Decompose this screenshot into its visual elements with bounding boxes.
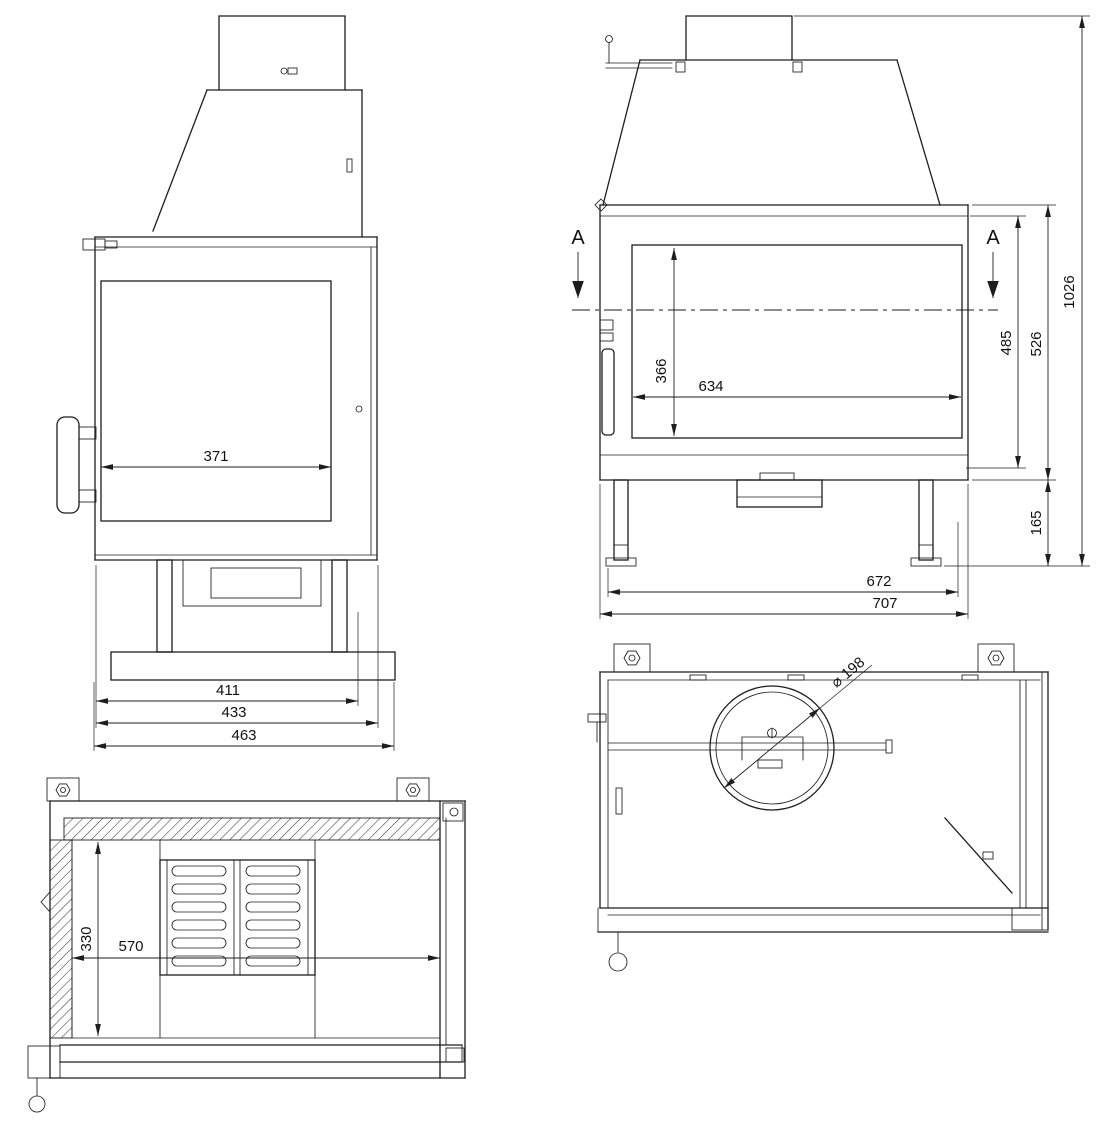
front-view: A A 366 634 485 526 1026 165 bbox=[571, 15, 1090, 619]
base-plate bbox=[110, 651, 396, 681]
dim-label-707: 707 bbox=[872, 595, 897, 612]
section-label-a-right: A bbox=[986, 227, 1000, 249]
rear-bottom-rail bbox=[597, 907, 1049, 972]
handle-ball bbox=[28, 1095, 46, 1113]
mounting-bracket-right bbox=[396, 777, 430, 802]
pedestal bbox=[156, 559, 348, 653]
body-front bbox=[572, 198, 998, 481]
dim-label-526: 526 bbox=[1028, 331, 1045, 356]
stove-body bbox=[82, 236, 378, 561]
left-wall-section bbox=[49, 839, 73, 1039]
rear-top-view: ⌀ 198 bbox=[587, 643, 1049, 972]
dim-label-330: 330 bbox=[78, 926, 95, 951]
air-control-rod bbox=[605, 35, 673, 69]
dim-label-411: 411 bbox=[216, 682, 240, 699]
top-view-body bbox=[40, 800, 466, 1079]
flue-duct-front bbox=[685, 15, 793, 61]
door-glass bbox=[100, 280, 332, 522]
top-view: 330 570 bbox=[27, 777, 466, 1113]
dim-label-463: 463 bbox=[231, 727, 256, 744]
hood-front bbox=[602, 59, 941, 206]
dim-label-371: 371 bbox=[203, 448, 228, 465]
convection-grille bbox=[159, 839, 316, 1039]
dim-label-433: 433 bbox=[221, 704, 246, 721]
section-label-a-left: A bbox=[571, 227, 585, 249]
rear-top-dimensions: ⌀ 198 bbox=[723, 654, 873, 789]
front-wall-section bbox=[63, 817, 441, 841]
hinge-pin bbox=[355, 405, 363, 413]
flue-duct bbox=[218, 15, 346, 91]
legs bbox=[605, 479, 942, 567]
side-view-dimensions: 371 411 433 463 bbox=[93, 448, 395, 751]
door-handle-front bbox=[601, 348, 615, 436]
door-handle bbox=[56, 416, 97, 514]
latch-detail bbox=[82, 238, 106, 251]
glass-front bbox=[631, 244, 963, 439]
rear-top-body bbox=[587, 671, 1049, 931]
mounting-bracket-rear-left bbox=[613, 643, 651, 673]
hood bbox=[152, 89, 363, 238]
dim-label-485: 485 bbox=[998, 330, 1015, 355]
handle-ball-rear bbox=[608, 952, 628, 972]
side-view: 371 411 433 463 bbox=[56, 15, 396, 751]
dim-label-672: 672 bbox=[866, 573, 891, 590]
dim-label-366: 366 bbox=[653, 358, 670, 383]
front-view-dimensions: 366 634 485 526 1026 165 672 707 bbox=[599, 15, 1090, 619]
top-view-bottom-rail bbox=[27, 1044, 466, 1113]
dim-label-1026: 1026 bbox=[1061, 275, 1078, 308]
dim-label-165: 165 bbox=[1028, 510, 1045, 535]
damper-rod bbox=[607, 739, 893, 754]
dim-label-634: 634 bbox=[698, 378, 723, 395]
mounting-bracket-left bbox=[46, 777, 80, 802]
center-pedestal bbox=[736, 479, 823, 508]
top-view-dimensions: 330 570 bbox=[72, 842, 440, 1036]
rear-chamfer bbox=[944, 817, 1013, 894]
dim-label-570: 570 bbox=[118, 938, 143, 955]
section-marks: A A bbox=[571, 227, 1000, 298]
mounting-bracket-rear-right bbox=[977, 643, 1015, 673]
